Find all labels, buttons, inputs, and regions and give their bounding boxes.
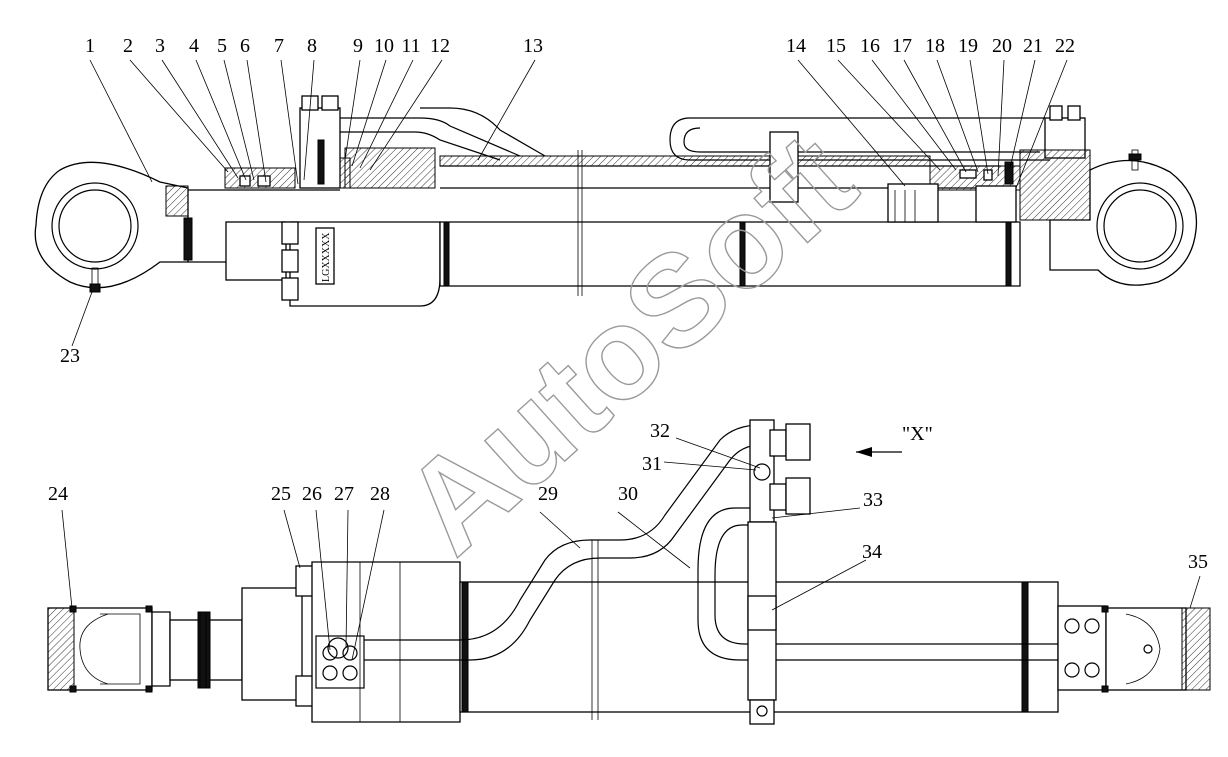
head-block-side xyxy=(241,561,461,723)
tubes-side xyxy=(364,419,1058,725)
callout-30: 30 xyxy=(618,483,638,505)
piston-section xyxy=(887,149,1091,223)
left-rod-eye-side xyxy=(47,605,171,693)
callout-7: 7 xyxy=(274,35,284,57)
top-view: LGXXXXX xyxy=(34,35,1198,367)
callout-9: 9 xyxy=(353,35,363,57)
left-rod-eye xyxy=(34,161,193,293)
callout-22: 22 xyxy=(1055,35,1075,57)
callout-24: 24 xyxy=(48,483,68,505)
callout-4: 4 xyxy=(189,35,199,57)
callout-25: 25 xyxy=(271,483,291,505)
view-x-arrow: "X" xyxy=(856,423,933,457)
callout-12: 12 xyxy=(430,35,450,57)
callout-5: 5 xyxy=(217,35,227,57)
bottom-leaders xyxy=(61,437,1201,661)
callout-20: 20 xyxy=(992,35,1012,57)
callout-35: 35 xyxy=(1188,551,1208,573)
cylinder-barrel xyxy=(439,150,1021,296)
callout-1: 1 xyxy=(85,35,95,57)
serial-label: LGXXXXX xyxy=(321,232,332,282)
callout-31: 31 xyxy=(642,453,662,475)
callout-2: 2 xyxy=(123,35,133,57)
callout-15: 15 xyxy=(826,35,846,57)
top-leaders xyxy=(71,59,1068,347)
callout-26: 26 xyxy=(302,483,322,505)
right-cap-side xyxy=(1057,605,1211,693)
piston-rod xyxy=(188,189,340,281)
callout-34: 34 xyxy=(862,541,882,563)
gland-section xyxy=(224,95,436,189)
right-cap-eye xyxy=(1049,149,1198,286)
callout-16: 16 xyxy=(860,35,880,57)
callout-29: 29 xyxy=(538,483,558,505)
external-tube-top xyxy=(340,105,1086,203)
callout-21: 21 xyxy=(1023,35,1043,57)
callout-18: 18 xyxy=(925,35,945,57)
callout-28: 28 xyxy=(370,483,390,505)
callout-32: 32 xyxy=(650,420,670,442)
callout-33: 33 xyxy=(863,489,883,511)
callout-8: 8 xyxy=(307,35,317,57)
callout-13: 13 xyxy=(523,35,543,57)
callout-3: 3 xyxy=(155,35,165,57)
rod-side xyxy=(169,611,243,689)
callout-10: 10 xyxy=(374,35,394,57)
view-label: "X" xyxy=(902,423,933,445)
callout-11: 11 xyxy=(401,35,420,57)
callout-6: 6 xyxy=(240,35,250,57)
callout-17: 17 xyxy=(892,35,912,57)
callout-19: 19 xyxy=(958,35,978,57)
callout-23: 23 xyxy=(60,345,80,367)
callout-14: 14 xyxy=(786,35,806,57)
callout-27: 27 xyxy=(334,483,354,505)
head-block: LGXXXXX xyxy=(281,221,441,307)
